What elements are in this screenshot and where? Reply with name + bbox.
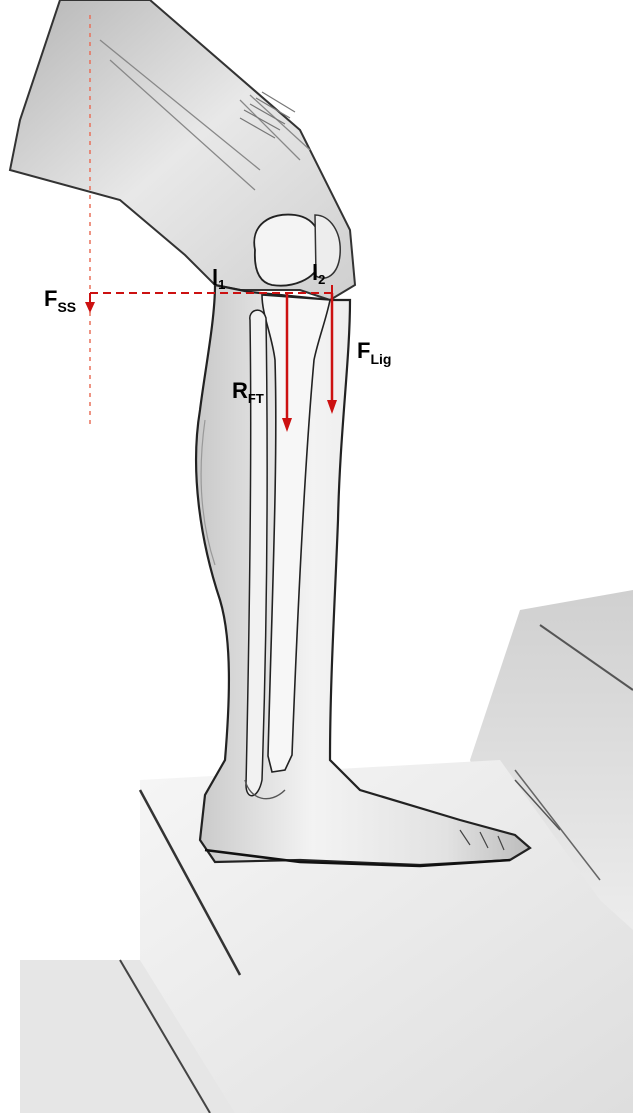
f-ss-subscript: SS <box>57 299 76 315</box>
r-ft-subscript: FT <box>248 391 264 406</box>
f-lig-label: FLig <box>357 338 391 367</box>
l2-subscript: 2 <box>318 272 325 287</box>
f-ss-label: FSS <box>44 286 76 315</box>
leg-illustration <box>10 0 530 866</box>
f-ss-arrow-head <box>85 302 95 313</box>
l1-subscript: 1 <box>218 277 225 292</box>
f-lig-subscript: Lig <box>370 351 391 367</box>
